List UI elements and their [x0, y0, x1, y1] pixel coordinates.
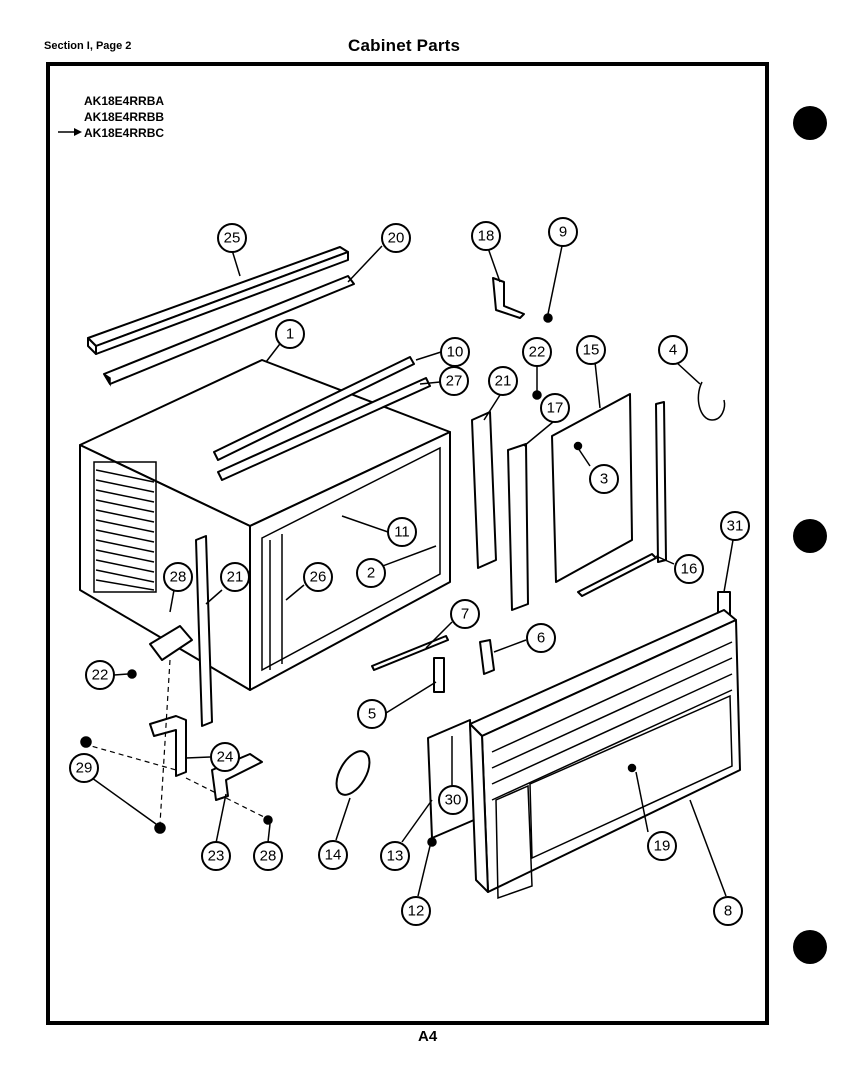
callout-31: 31 — [720, 511, 750, 541]
callout-26: 26 — [303, 562, 333, 592]
svg-text:29: 29 — [76, 760, 93, 777]
svg-text:3: 3 — [600, 471, 608, 488]
callout-4: 4 — [658, 335, 688, 365]
callout-24: 24 — [210, 742, 240, 772]
model-number: AK18E4RRBA — [84, 94, 165, 108]
part-side-panel-right — [471, 411, 497, 569]
svg-text:15: 15 — [583, 342, 600, 359]
svg-text:21: 21 — [495, 373, 512, 390]
part-small-bracket — [433, 657, 445, 693]
svg-text:26: 26 — [310, 569, 327, 586]
part-front-grille — [469, 609, 741, 900]
svg-text:19: 19 — [654, 838, 671, 855]
part-side-panel-left — [195, 535, 213, 727]
callout-22: 22 — [85, 660, 115, 690]
svg-text:13: 13 — [387, 848, 404, 865]
callout-6: 6 — [526, 623, 556, 653]
model-number: AK18E4RRBC — [84, 126, 165, 140]
callout-2: 2 — [356, 558, 386, 588]
callout-12: 12 — [401, 896, 431, 926]
callout-11: 11 — [387, 517, 417, 547]
svg-text:5: 5 — [368, 706, 376, 723]
part-top-strip — [103, 275, 355, 387]
binder-hole — [793, 930, 827, 964]
svg-text:21: 21 — [227, 569, 244, 586]
callout-30: 30 — [438, 785, 468, 815]
svg-text:20: 20 — [388, 230, 405, 247]
part-seal-strip — [217, 377, 431, 481]
callout-15: 15 — [576, 335, 606, 365]
section-label: Section I, Page 2 — [44, 40, 132, 52]
callout-3: 3 — [589, 464, 619, 494]
svg-text:9: 9 — [559, 224, 567, 241]
callout-9: 9 — [548, 217, 578, 247]
callout-28: 28 — [253, 841, 283, 871]
callout-8: 8 — [713, 896, 743, 926]
svg-text:10: 10 — [447, 344, 464, 361]
callout-27: 27 — [439, 366, 469, 396]
svg-text:16: 16 — [681, 561, 698, 578]
callout-17: 17 — [540, 393, 570, 423]
callout-20: 20 — [381, 223, 411, 253]
svg-text:28: 28 — [260, 848, 277, 865]
svg-text:11: 11 — [394, 524, 410, 541]
svg-text:2: 2 — [367, 565, 375, 582]
callout-18: 18 — [471, 221, 501, 251]
svg-text:8: 8 — [724, 903, 732, 920]
callout-23: 23 — [201, 841, 231, 871]
part-ring-gasket — [335, 750, 371, 796]
callout-10: 10 — [440, 337, 470, 367]
svg-text:31: 31 — [727, 518, 744, 535]
binder-hole — [793, 519, 827, 553]
callout-22: 22 — [522, 337, 552, 367]
callout-25: 25 — [217, 223, 247, 253]
part-gasket — [507, 443, 529, 611]
callout-16: 16 — [674, 554, 704, 584]
part-side-strip — [213, 356, 415, 461]
callout-28: 28 — [163, 562, 193, 592]
callout-21: 21 — [220, 562, 250, 592]
svg-text:27: 27 — [446, 373, 463, 390]
part-front-back-panel — [427, 719, 475, 839]
callout-21: 21 — [488, 366, 518, 396]
svg-text:17: 17 — [547, 400, 564, 417]
callout-29: 29 — [69, 753, 99, 783]
callout-19: 19 — [647, 831, 677, 861]
callout-1: 1 — [275, 319, 305, 349]
callout-5: 5 — [357, 699, 387, 729]
svg-text:23: 23 — [208, 848, 225, 865]
svg-text:12: 12 — [408, 903, 425, 920]
page-number: A4 — [418, 1028, 438, 1045]
svg-text:7: 7 — [461, 606, 469, 623]
svg-text:24: 24 — [217, 749, 234, 766]
model-number: AK18E4RRBB — [84, 110, 165, 124]
callout-7: 7 — [450, 599, 480, 629]
svg-text:22: 22 — [92, 667, 109, 684]
binder-hole — [793, 106, 827, 140]
svg-text:25: 25 — [224, 230, 241, 247]
part-bracket — [492, 277, 525, 319]
svg-text:4: 4 — [669, 342, 677, 359]
svg-text:28: 28 — [170, 569, 187, 586]
svg-text:30: 30 — [445, 792, 462, 809]
page-title: Cabinet Parts — [348, 36, 461, 55]
part-support-bracket — [149, 715, 187, 777]
model-arrow — [58, 128, 82, 136]
svg-text:18: 18 — [478, 228, 495, 245]
part-clip — [479, 639, 495, 675]
part-mount-plate — [149, 625, 193, 661]
svg-text:22: 22 — [529, 344, 546, 361]
part-top-rail — [87, 246, 349, 355]
svg-text:1: 1 — [286, 326, 294, 343]
diagram-frame — [46, 62, 769, 1025]
leader-lines — [91, 245, 734, 897]
svg-text:14: 14 — [325, 847, 342, 864]
callout-14: 14 — [318, 840, 348, 870]
part-drain-hose — [697, 381, 726, 421]
svg-text:6: 6 — [537, 630, 545, 647]
model-list: AK18E4RRBA AK18E4RRBB AK18E4RRBC — [84, 93, 164, 141]
callout-13: 13 — [380, 841, 410, 871]
